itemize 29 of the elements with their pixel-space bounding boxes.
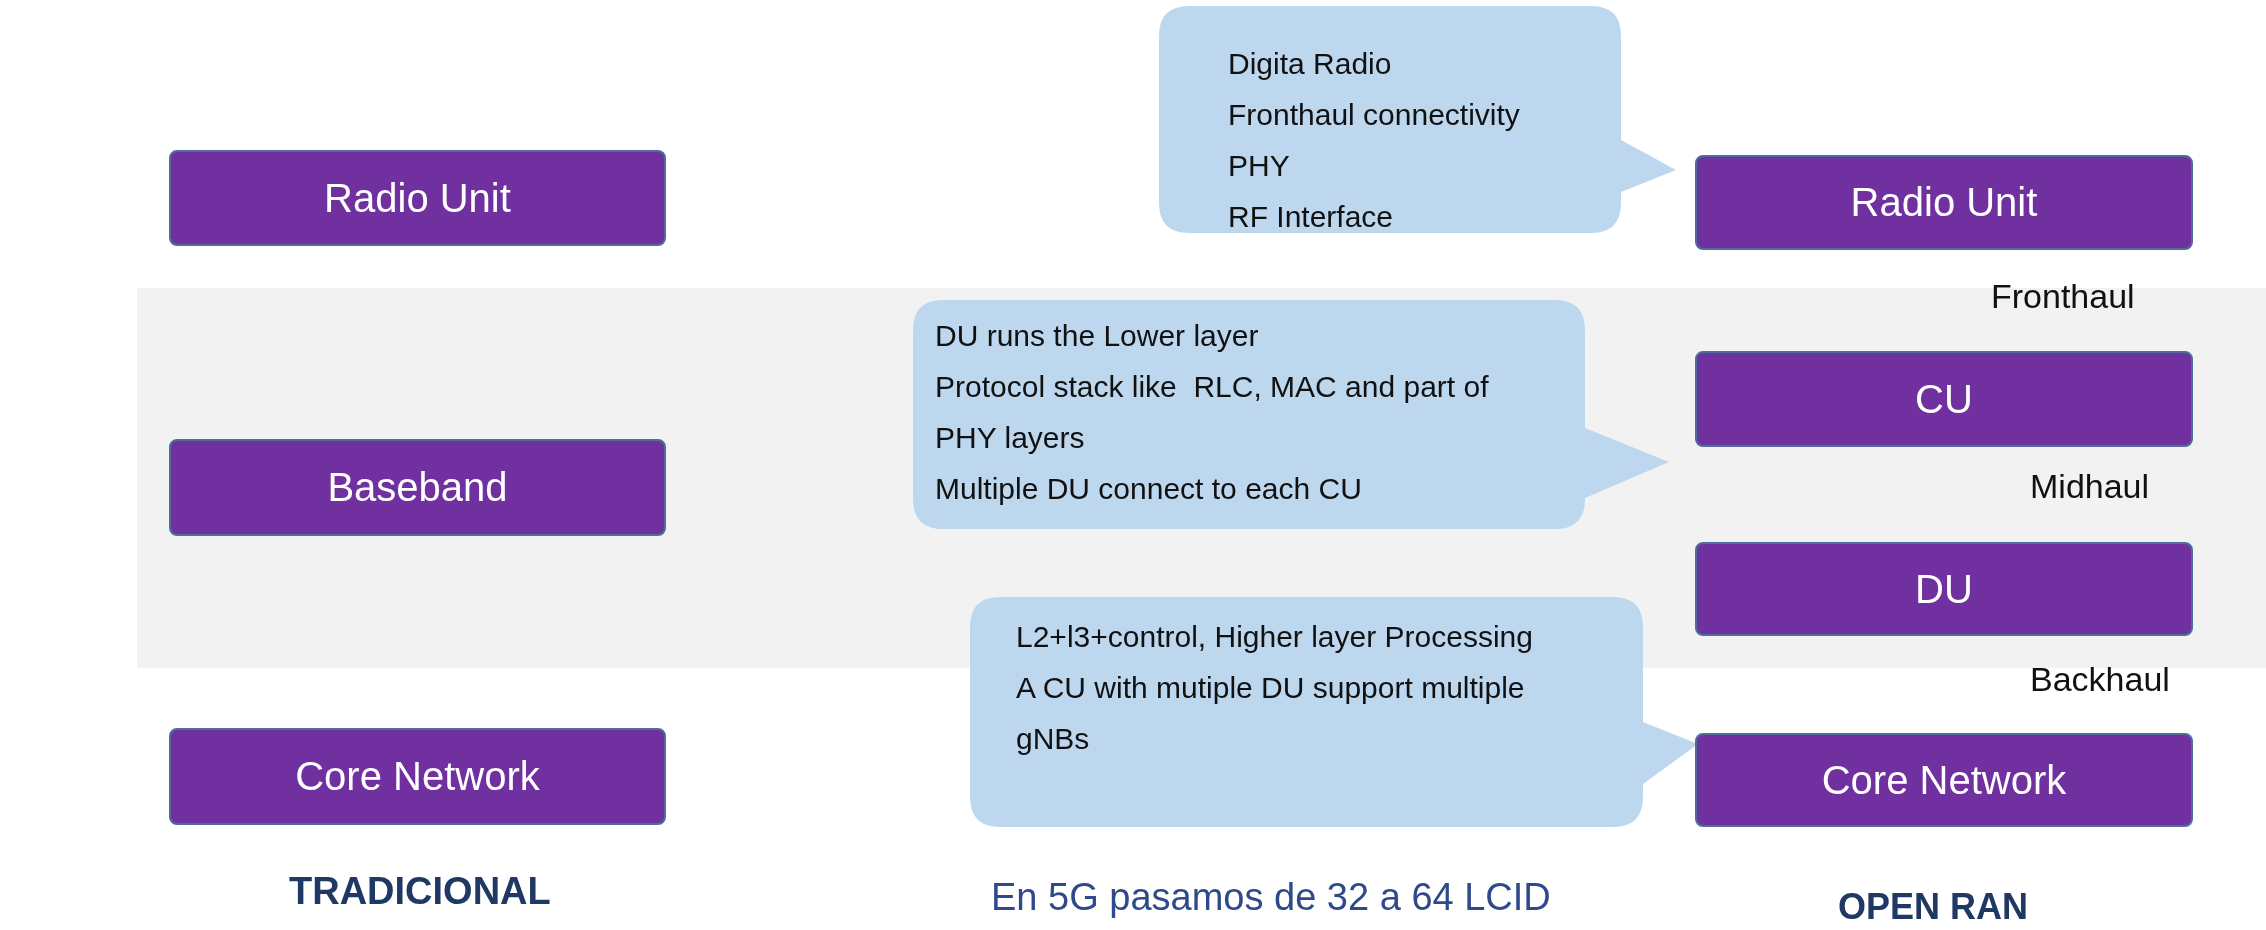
callout-text: Multiple DU connect to each CU [935, 471, 1363, 507]
box-label: Baseband [327, 465, 508, 510]
column-title: TRADICIONAL [289, 870, 551, 913]
callout-text: PHY [1228, 148, 1291, 184]
column-title: OPEN RAN [1838, 886, 2029, 928]
callout-text: L2+l3+control, Higher layer Processing [1016, 619, 1534, 655]
process-box [1695, 155, 2193, 250]
process-box [169, 439, 666, 536]
link-label: Backhaul [2030, 660, 2170, 699]
process-box [169, 150, 666, 246]
process-box [1695, 733, 2193, 827]
box-label: Radio Unit [324, 175, 511, 221]
callout-text: RF Interface [1228, 199, 1395, 235]
callout-text: DU runs the Lower layer [935, 318, 1260, 354]
process-box [1695, 351, 2193, 447]
box-label: Core Network [295, 754, 540, 799]
footnote-text: En 5G pasamos de 32 a 64 LCID [991, 876, 1551, 919]
link-label: Fronthaul [1991, 277, 2135, 316]
process-box [169, 728, 666, 825]
callout-text: Fronthaul connectivity [1228, 97, 1521, 133]
box-label: Radio Unit [1850, 180, 2038, 225]
box-label: CU [1915, 376, 1973, 422]
box-label: DU [1915, 566, 1973, 612]
link-label: Midhaul [2030, 467, 2150, 506]
box-label: Core Network [1821, 757, 2067, 803]
callout-text: Protocol stack like RLC, MAC and part of PHY layers [935, 369, 1490, 456]
process-box [1695, 542, 2193, 636]
callout-text: A CU with mutiple DU support multiple gNBs [1016, 670, 1526, 757]
callout-text: Digita Radio [1228, 46, 1393, 82]
